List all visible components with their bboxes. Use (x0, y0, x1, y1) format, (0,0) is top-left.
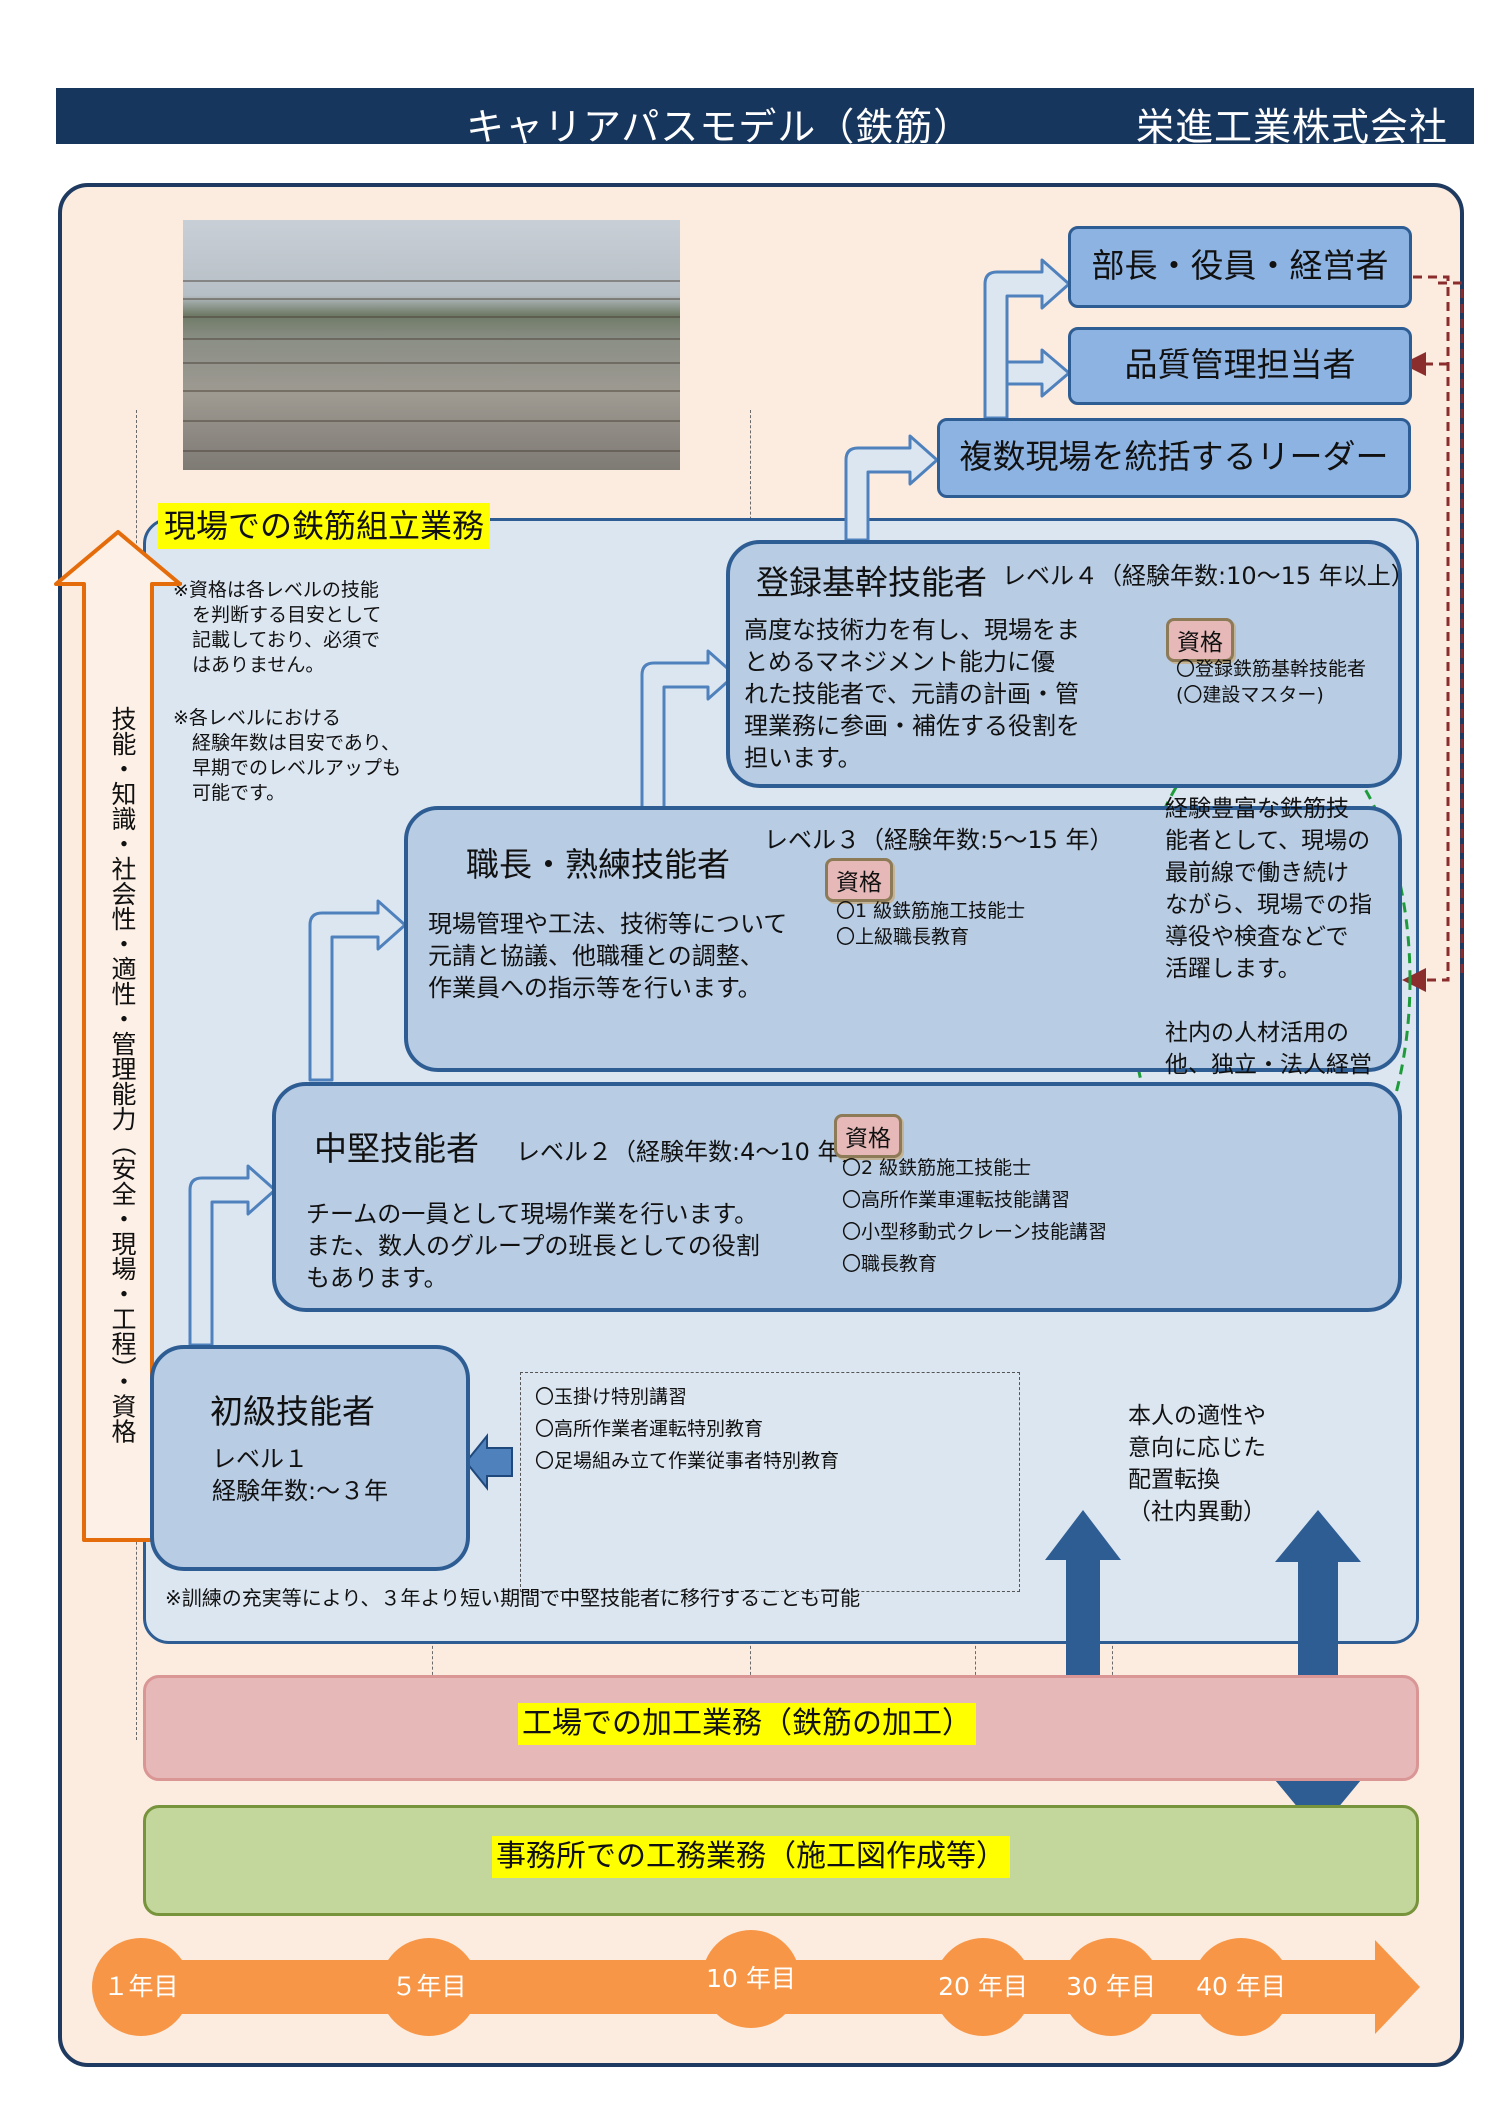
level4-qual-badge: 資格 (1166, 618, 1234, 662)
timeline-guide-10a (750, 410, 751, 540)
onsite-section-label: 現場での鉄筋組立業務 (158, 503, 491, 549)
exec-box: 部長・役員・経営者 (1068, 226, 1412, 308)
level3-box: 職長・熟練技能者 レベル３（経験年数:5～15 年） 現場管理や工法、技術等につ… (404, 806, 1402, 1072)
training-box: 〇玉掛け特別講習 〇高所作業者運転特別教育 〇足場組み立て作業従事者特別教育 (520, 1372, 1020, 1592)
timeline-year-30: 30 年目 (1062, 1938, 1160, 2036)
level3-title: 職長・熟練技能者 (466, 845, 730, 884)
timeline-year-10: 10 年目 (702, 1930, 800, 2028)
level4-qual-2: (〇建設マスター) (1176, 684, 1324, 706)
return-bracket (1398, 275, 1450, 992)
title-bar: キャリアパスモデル（鉄筋） 栄進工業株式会社 (56, 88, 1474, 149)
note-experience: ※各レベルにおける 経験年数は目安であり、 早期でのレベルアップも 可能です。 (173, 707, 402, 804)
level2-qual-2: 〇高所作業車運転技能講習 (842, 1189, 1071, 1211)
level1-experience: 経験年数:～３年 (212, 1477, 389, 1505)
level3-qual-badge: 資格 (825, 858, 893, 902)
training-arrow (464, 1433, 513, 1491)
level4-qual-1: 〇登録鉄筋基幹技能者 (1176, 658, 1367, 680)
level4-title: 登録基幹技能者 (756, 563, 987, 602)
level2-description: チームの一員として現場作業を行います。 また、数人のグループの班長としての役割 … (306, 1200, 760, 1292)
level4-subtitle: レベル４（経験年数:10～15 年以上） (1002, 562, 1415, 590)
level4-quals: 〇登録鉄筋基幹技能者 (〇建設マスター) (1176, 656, 1366, 708)
note-qualification: ※資格は各レベルの技能 を判断する目安として 記載しており、必須で はありません… (173, 579, 382, 676)
level2-qual-3: 〇小型移動式クレーン技能講習 (842, 1221, 1108, 1243)
level3-qual-1: 〇1 級鉄筋施工技能士 (836, 900, 1026, 922)
level3-subtitle: レベル３（経験年数:5～15 年） (764, 826, 1114, 854)
construction-site-photo (183, 220, 680, 470)
reassignment-note: 本人の適性や 意向に応じた 配置転換 （社内異動） (1128, 1403, 1266, 1525)
timeline-year-1: １年目 (92, 1938, 190, 2036)
reassign-arrow-office (1275, 1510, 1361, 1832)
level4-description: 高度な技術力を有し、現場をま とめるマネジメント能力に優 れた技能者で、元請の計… (744, 616, 1080, 772)
step-arrow-leader-exec (983, 258, 1071, 420)
step-arrow-l4-leader (844, 434, 939, 542)
timeline-guide-20 (975, 1620, 976, 1680)
skill-growth-label: 技能・知識・社会性・適性・管理能力（安全・現場・工程）・資格 (108, 706, 137, 1444)
factory-band (143, 1675, 1419, 1781)
step-arrow-l2-l3 (308, 899, 407, 1082)
level1-box: 初級技能者 レベル１ 経験年数:～３年 (150, 1345, 470, 1571)
level4-box: 登録基幹技能者 レベル４（経験年数:10～15 年以上） 高度な技術力を有し、現… (726, 540, 1415, 788)
level2-subtitle: レベル２（経験年数:4～10 年） (516, 1138, 866, 1166)
step-arrow-l1-l2 (188, 1164, 277, 1347)
level2-qual-4: 〇職長教育 (842, 1253, 938, 1275)
timeline-year-5: ５年目 (380, 1938, 478, 2036)
training-item-3: 〇足場組み立て作業従事者特別教育 (535, 1450, 840, 1472)
page-title: キャリアパスモデル（鉄筋） (466, 105, 973, 149)
leader-box: 複数現場を統括するリーダー (937, 418, 1411, 498)
level2-qual-badge: 資格 (834, 1114, 902, 1158)
timeline-guide-10b (750, 1620, 751, 1680)
qc-box: 品質管理担当者 (1068, 327, 1412, 405)
veteran-ellipse (1128, 718, 1412, 1242)
company-name: 栄進工業株式会社 (1136, 105, 1449, 149)
step-arrow-l3-l4 (640, 649, 737, 820)
step-arrow-leader-qc (1005, 348, 1071, 398)
level2-qual-1: 〇2 級鉄筋施工技能士 (842, 1157, 1032, 1179)
training-item-2: 〇高所作業者運転特別教育 (535, 1418, 764, 1440)
timeline-year-40: 40 年目 (1192, 1938, 1290, 2036)
level2-quals: 〇2 級鉄筋施工技能士 〇高所作業車運転技能講習 〇小型移動式クレーン技能講習 … (842, 1152, 1107, 1280)
office-label: 事務所での工務業務（施工図作成等） (492, 1836, 1010, 1878)
level2-title: 中堅技能者 (314, 1129, 479, 1168)
level1-title: 初級技能者 (210, 1392, 375, 1431)
level3-quals: 〇1 級鉄筋施工技能士 〇上級職長教育 (836, 898, 1025, 950)
bottom-note: ※訓練の充実等により、３年より短い期間で中堅技能者に移行することも可能 (165, 1586, 861, 1610)
timeline-guide-5 (432, 1620, 433, 1680)
level3-qual-2: 〇上級職長教育 (836, 926, 970, 948)
level3-description: 現場管理や工法、技術等について 元請と協議、他職種との調整、 作業員への指示等を… (428, 910, 788, 1002)
timeline-guide-30 (1112, 1620, 1113, 1680)
level1-level: レベル１ (212, 1445, 308, 1473)
reassign-arrow-factory (1045, 1510, 1121, 1730)
timeline-year-20: 20 年目 (934, 1938, 1032, 2036)
factory-label: 工場での加工業務（鉄筋の加工） (518, 1703, 976, 1745)
training-item-1: 〇玉掛け特別講習 (535, 1386, 688, 1408)
